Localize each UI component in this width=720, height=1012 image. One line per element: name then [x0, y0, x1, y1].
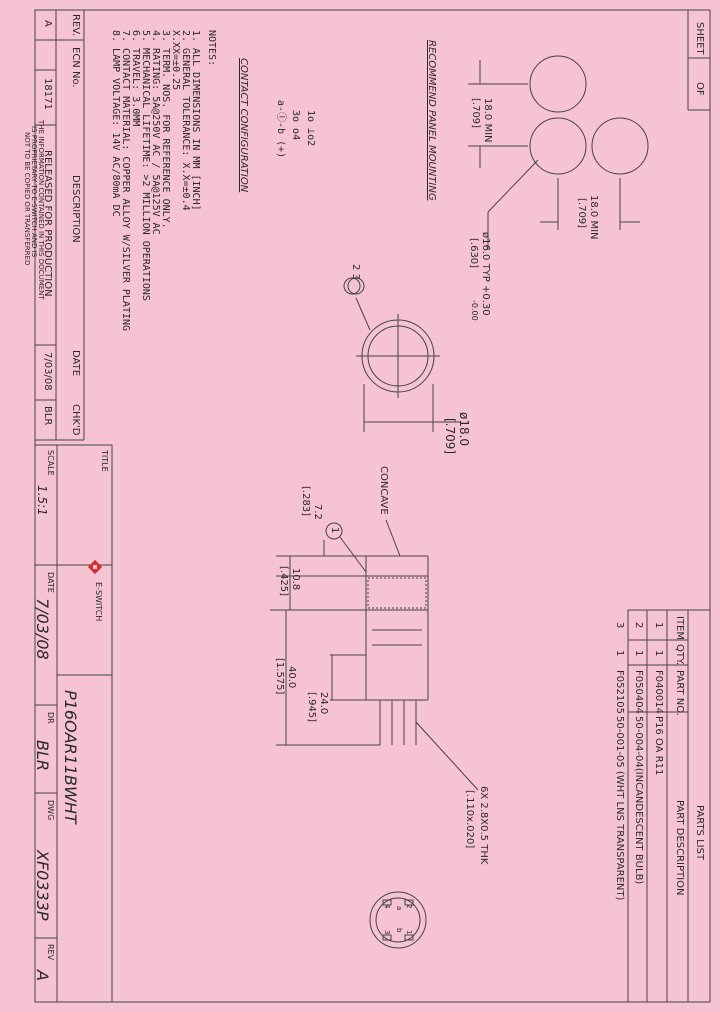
parts-header-partno: PART NO.: [674, 670, 685, 716]
dim-10-8: 10.8: [290, 568, 301, 591]
terminal-dims: 6X 2.8X0.5 THK: [478, 786, 489, 865]
note-4: 4. RATING: 5A@250V AC / 5A@125V AC: [150, 30, 161, 235]
panel-hole-tol: -0.00: [470, 300, 479, 321]
pin-label-b: b: [395, 928, 403, 933]
scale-label: SCALE: [46, 450, 55, 476]
dwg-label: DWG: [46, 800, 55, 821]
panel-spacing-v-in: [.709]: [470, 98, 481, 129]
parts-row-3-partno: F052105: [614, 670, 625, 714]
note-2: 2. GENERAL TOLERANCE: X.X=±0.4: [180, 30, 191, 211]
dr-label: DR: [46, 712, 55, 724]
parts-row-2-qty: 1: [633, 650, 644, 657]
panel-spacing-h-in: [.709]: [576, 198, 587, 229]
chkd-value: BLR: [42, 406, 53, 426]
note-3: 3. TERM. NOS. FOR REFERENCE ONLY.: [160, 30, 171, 229]
panel-hole-dia: ø16.0 TYP +0.30: [480, 232, 491, 316]
panel-mounting-heading: RECOMMEND PANEL MOUNTING: [426, 40, 437, 201]
dim-40-0-in: [1.575]: [274, 658, 285, 695]
parts-row-3-item: 3: [614, 622, 625, 629]
title-label: TITLE: [100, 450, 109, 472]
pin-label-2: 2: [405, 904, 413, 909]
pin-label-4: 4: [383, 904, 391, 909]
parts-row-1-desc: P16 OA R11: [653, 716, 664, 776]
date-label: DATE: [46, 572, 55, 593]
note-7: 7. CONTACT MATERIAL: COPPER ALLOY W/SILV…: [120, 30, 131, 332]
top-view-balloon: 2 3: [350, 264, 361, 280]
pin-label-3: 3: [383, 930, 391, 935]
contact-config-heading: CONTACT CONFIGURATION: [238, 58, 249, 193]
parts-header-desc: PART DESCRIPTION: [674, 800, 685, 896]
notes-heading: NOTES:: [206, 30, 217, 67]
rev-header: REV.: [70, 14, 81, 36]
rev-value-title: A: [33, 970, 52, 981]
contact-line-2: 3o o4: [290, 110, 301, 141]
note-6: 6. TRAVEL: 3.0MM: [130, 30, 141, 127]
note-2b: X.XX=±0.25: [170, 30, 181, 91]
contact-line-1: 1o ⊥o2: [305, 110, 316, 147]
ecn-value: 18171: [42, 78, 53, 110]
panel-spacing-v: 18.0 MIN: [482, 98, 493, 143]
dim-24-0: 24.0: [318, 692, 329, 715]
dim-7-2: 7.2: [312, 504, 323, 520]
disclaimer-line-2: IS PROPRIETARY TO E-SWITCH AND IS: [30, 126, 38, 258]
dim-7-2-in: [.283]: [300, 486, 311, 517]
dim-24-0-in: [.945]: [306, 692, 317, 723]
chkd-header: CHK'D: [70, 404, 81, 436]
company-name: E-SWITCH: [94, 582, 103, 622]
note-8: 8. LAMP VOLTAGE: 14V AC/80mA DC: [110, 30, 121, 217]
pin-label-a: a: [395, 906, 403, 911]
concave-label: CONCAVE: [378, 466, 389, 515]
parts-row-1-item: 1: [653, 622, 664, 629]
rev-value: A: [42, 20, 53, 27]
contact-line-3: a-ⓛ-b (+): [275, 100, 286, 159]
parts-row-2-item: 2: [633, 622, 644, 629]
dwg-value: XF0333P: [33, 850, 52, 921]
top-view-dia-in: [.709]: [443, 418, 457, 455]
description-header: DESCRIPTION: [70, 175, 81, 243]
drawing-title: P16OAR11BWHT: [61, 690, 80, 824]
top-view-dia: ø18.0: [457, 412, 471, 447]
parts-row-1-partno: F040014: [653, 670, 664, 714]
parts-list-title: PARTS LIST: [694, 805, 705, 861]
dim-10-8-in: [.425]: [278, 566, 289, 597]
date-header: DATE: [70, 350, 81, 377]
parts-row-2-partno: F050404: [633, 670, 644, 714]
disclaimer-line-3: NOT TO BE COPIED OR TRANSFERRED: [23, 132, 31, 266]
parts-row-1-qty: 1: [653, 650, 664, 657]
date-value-title: 7/03/08: [33, 598, 52, 660]
panel-hole-dia-in: [.630]: [468, 238, 479, 269]
parts-row-2-desc: 50-004-04(INCANDESCENT BULB): [633, 716, 644, 885]
parts-row-3-desc: 50-001-05 (WHT LNS TRANSPARENT): [614, 716, 625, 901]
note-5: 5. MECHANICAL LIFETIME: >2 MILLION OPERA…: [140, 30, 151, 301]
date-value: 7/03/08: [42, 352, 53, 391]
dim-40-0: 40.0: [286, 666, 297, 689]
parts-header-qty: QTY.: [674, 644, 685, 666]
panel-spacing-h: 18.0 MIN: [588, 195, 599, 240]
rev-label: REV: [46, 944, 55, 961]
pin-label-1: 1: [405, 930, 413, 935]
ecn-header: ECN No.: [70, 47, 81, 88]
side-view-balloon: 1: [329, 527, 340, 534]
parts-row-3-qty: 1: [614, 650, 625, 657]
scale-value: 1.5:1: [35, 485, 49, 516]
disclaimer-line-1: THE INFORMATION CONTAINED IN THIS DOCUME…: [37, 120, 45, 300]
sheet-label: SHEET: [694, 22, 705, 55]
dr-value: BLR: [33, 740, 52, 772]
terminal-dims-in: [.110x.020]: [464, 790, 475, 849]
parts-header-item: ITEM: [674, 616, 685, 641]
note-1: 1. ALL DIMENSIONS IN MM [INCH]: [190, 30, 201, 211]
sheet-of-label: OF: [694, 82, 705, 96]
